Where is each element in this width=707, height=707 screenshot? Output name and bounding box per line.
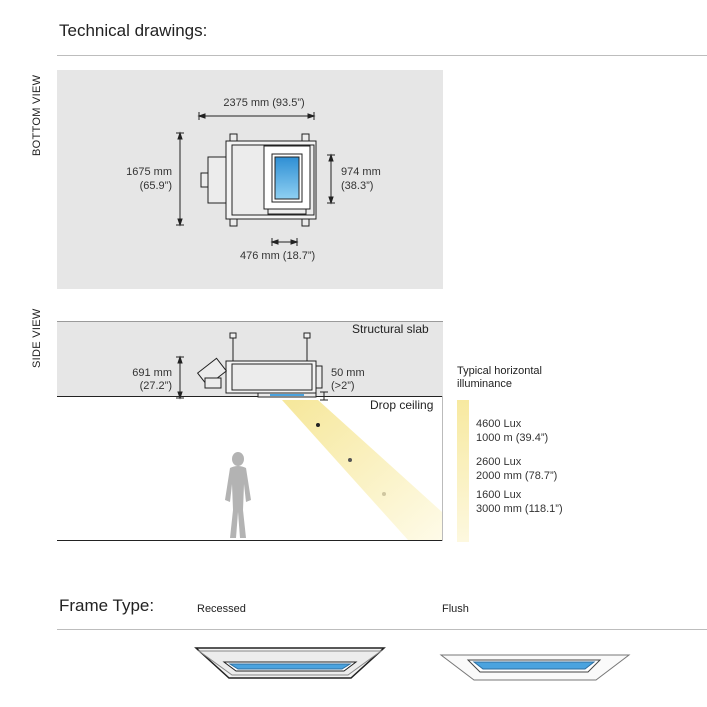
bottom-inner-dimension-in: (38.3”)	[341, 180, 374, 192]
side-dimension-lines	[176, 355, 328, 401]
floor-line	[57, 540, 443, 541]
header-divider	[57, 55, 707, 56]
drop-ceiling-line	[57, 396, 443, 397]
side-height-dimension-mm: 691 mm	[132, 367, 172, 379]
frame-flush-drawing	[439, 654, 631, 681]
side-view-unit	[196, 332, 323, 398]
structural-slab-label: Structural slab	[352, 322, 429, 336]
mount-bracket-br	[301, 218, 310, 227]
skylight-glass	[274, 156, 300, 200]
side-view-top-rule	[57, 321, 443, 322]
illuminance-item-1-distance: 1000 m (39.4”)	[476, 432, 549, 444]
frame-recessed-drawing	[194, 647, 386, 679]
illuminance-title-line2: illuminance	[457, 378, 513, 390]
bottom-inner-dimension-mm: 974 mm	[341, 166, 381, 178]
bottom-offset-dimension: 476 mm (18.7”)	[240, 250, 316, 262]
mount-bracket-tr	[301, 133, 310, 142]
lower-module	[267, 208, 307, 215]
bottom-view-unit	[200, 133, 317, 227]
side-gap-dimension-mm: 50 mm	[331, 367, 365, 379]
light-beam	[282, 400, 442, 540]
page-title: Technical drawings:	[59, 21, 208, 40]
person-silhouette	[225, 452, 251, 538]
bottom-width-dimension: 2375 mm (93.5”)	[223, 97, 305, 109]
unit-side-module	[207, 156, 227, 204]
mount-bracket-tl	[229, 133, 238, 142]
frame-option-recessed-label[interactable]: Recessed	[197, 603, 246, 615]
illuminance-item-3-lux: 1600 Lux	[476, 489, 522, 501]
drop-ceiling-label: Drop ceiling	[370, 398, 434, 412]
illuminance-item-1-lux: 4600 Lux	[476, 418, 522, 430]
lux-point-1	[316, 423, 320, 427]
side-height-dimension-in: (27.2”)	[139, 380, 172, 392]
frame-type-title: Frame Type:	[59, 596, 155, 615]
illuminance-title-line1: Typical horizontal	[457, 365, 542, 377]
room-right-edge	[442, 396, 443, 541]
lux-point-3	[382, 492, 386, 496]
illuminance-item-3-distance: 3000 mm (118.1”)	[476, 503, 563, 515]
illuminance-gradient-bar	[457, 400, 469, 542]
mount-bracket-bl	[229, 218, 238, 227]
bottom-height-dimension-in: (65.9”)	[139, 180, 172, 192]
illuminance-item-2-distance: 2000 mm (78.7”)	[476, 470, 558, 482]
illuminance-item-2-lux: 2600 Lux	[476, 456, 522, 468]
bottom-dimension-lines	[176, 112, 335, 246]
bottom-height-dimension-mm: 1675 mm	[126, 166, 172, 178]
unit-connector	[200, 172, 209, 188]
side-gap-dimension-in: (>2”)	[331, 380, 355, 392]
frame-option-flush-label[interactable]: Flush	[442, 603, 469, 615]
frame-type-divider	[57, 629, 707, 630]
lux-point-2	[348, 458, 352, 462]
